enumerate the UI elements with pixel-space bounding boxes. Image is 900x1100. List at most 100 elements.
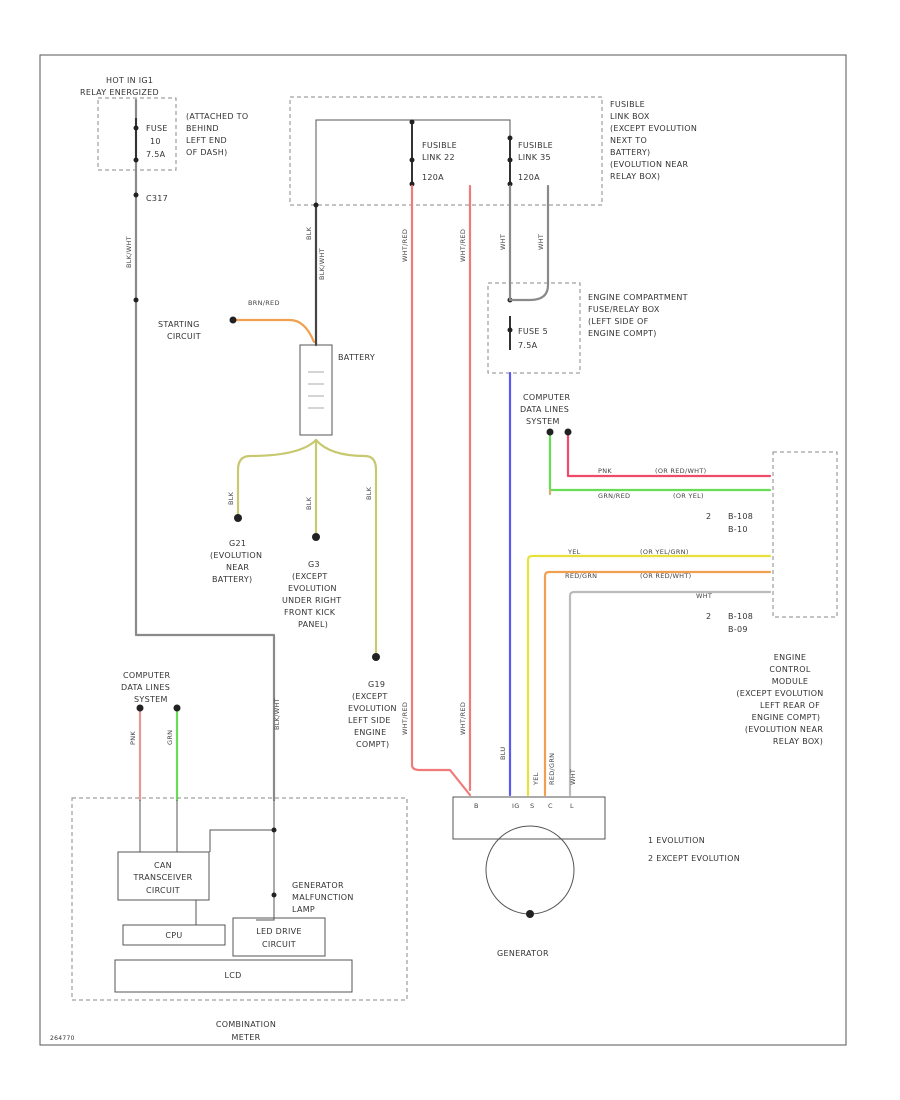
ecm-pins-1b: B-10: [728, 525, 748, 534]
battery-label: BATTERY: [338, 353, 375, 362]
engine-fuse-box-2: FUSE/RELAY BOX: [588, 305, 660, 314]
wire-label-yel-v: YEL: [532, 772, 540, 786]
wire-label-blk: BLK: [305, 226, 313, 240]
splice-dot: [507, 157, 513, 163]
wire-can-green-top: [548, 430, 772, 492]
wire-label-blk-wht-batt: BLK/WHT: [318, 248, 326, 280]
computer-data-lines-top-1: COMPUTER: [523, 393, 571, 402]
wire-label-blk-g19: BLK: [365, 486, 373, 500]
wire-label-blk-wht-left: BLK/WHT: [125, 236, 133, 268]
fuse-10-label-3: 7.5A: [146, 150, 166, 159]
computer-data-lines-top-2: DATA LINES: [520, 405, 569, 414]
can-transceiver-3: CIRCUIT: [146, 886, 180, 895]
svg-text:S: S: [530, 802, 534, 810]
fusible-link-box: [289, 96, 603, 206]
led-drive-2: CIRCUIT: [262, 940, 296, 949]
g19-5: ENGINE: [354, 728, 386, 737]
wire-can-pink-top: [566, 430, 772, 478]
connector-c317: C317: [146, 194, 168, 203]
starting-circuit-wire: [233, 318, 316, 344]
fusible-link-box-3: (EXCEPT EVOLUTION: [610, 124, 697, 133]
splice-dot: [507, 135, 513, 141]
wire-label-wht-red-4: WHT/RED: [459, 702, 467, 735]
wire-label-wht-red-1: WHT/RED: [401, 229, 409, 262]
combination-meter-2: METER: [232, 1033, 261, 1042]
g3-3: EVOLUTION: [288, 584, 337, 593]
wire-label-wht-2: WHT: [537, 234, 545, 250]
splice-dot: [271, 827, 277, 833]
starting-circuit-1: STARTING: [158, 320, 200, 329]
ecm-3: MODULE: [772, 677, 809, 686]
wire-label-yel: YEL: [567, 548, 581, 556]
engine-compartment-fuse-box: [487, 282, 581, 374]
splice-dot: [507, 327, 513, 333]
led-drive-1: LED DRIVE: [256, 927, 302, 936]
wire-label-wht-v: WHT: [569, 769, 577, 785]
wire-yel-generator-ecm: [526, 554, 772, 797]
ground-g21-terminal: [234, 514, 242, 522]
starting-circuit-2: CIRCUIT: [167, 332, 201, 341]
ecm-1: ENGINE: [774, 653, 806, 662]
starting-circuit-terminal: [229, 316, 237, 324]
wire-label-pnk: PNK: [598, 467, 612, 475]
fuse-5-2: 7.5A: [518, 341, 538, 350]
ground-wire-g21: [236, 438, 318, 518]
wire-label-wht-1: WHT: [499, 234, 507, 250]
g3-2: (EXCEPT: [292, 572, 328, 581]
fusible-link-box-4: NEXT TO: [610, 136, 647, 145]
wire-label-grn-left: GRN: [166, 730, 174, 745]
wire-label-blk-g21: BLK: [227, 491, 235, 505]
computer-data-lines-top-3: SYSTEM: [526, 417, 560, 426]
svg-text:C: C: [548, 802, 553, 810]
combination-meter-1: COMBINATION: [216, 1020, 276, 1029]
wire-label-blu: BLU: [499, 747, 507, 760]
diagram-frame: [39, 54, 847, 1046]
meter-internal-wiring: [139, 800, 275, 925]
g21-4: BATTERY): [212, 575, 252, 584]
ig1-feed-wire: [134, 98, 276, 802]
wire-wht-generator-ecm: [568, 590, 772, 797]
ecm-pins-1a: B-108: [728, 512, 753, 521]
splice-dot: [564, 428, 572, 436]
cpu: [122, 924, 226, 946]
under-dash-loc-2: BEHIND: [186, 124, 219, 133]
splice-dot: [173, 704, 181, 712]
ecm-pins-2: 2: [706, 612, 711, 621]
fuse-10-label-1: FUSE: [146, 124, 168, 133]
engine-fuse-box-1: ENGINE COMPARTMENT: [588, 293, 688, 302]
ground-wire-g19: [314, 438, 378, 657]
g19-2: (EXCEPT: [352, 692, 388, 701]
ground-g3-terminal: [312, 533, 320, 541]
splice-dot: [507, 181, 513, 187]
splice-dot: [271, 892, 277, 898]
led-drive-circuit: [232, 917, 326, 957]
engine-fuse-box-3: (LEFT SIDE OF: [588, 317, 649, 326]
g3-4: UNDER RIGHT: [282, 596, 341, 605]
fl-22-2: LINK 22: [422, 153, 455, 162]
computer-data-lines-left-2: DATA LINES: [121, 683, 170, 692]
fuse-10-label-2: 10: [150, 137, 161, 146]
generator-ground: [526, 910, 534, 918]
computer-data-lines-left-1: COMPUTER: [123, 671, 171, 680]
ecm-2: CONTROL: [769, 665, 810, 674]
engine-fuse-box-4: ENGINE COMPT): [588, 329, 657, 338]
g3-6: PANEL): [298, 620, 328, 629]
battery: [299, 344, 333, 436]
g19-1: G19: [368, 680, 385, 689]
fl-35-2: LINK 35: [518, 153, 551, 162]
lcd: [114, 959, 353, 993]
fuse-5-1: FUSE 5: [518, 327, 548, 336]
hot-label-2: RELAY ENERGIZED: [80, 88, 159, 97]
g3-5: FRONT KICK: [284, 608, 336, 617]
ecm-6: ENGINE COMPT): [752, 713, 821, 722]
note-evolution: 1 EVOLUTION: [648, 836, 705, 845]
fl-35-3: 120A: [518, 173, 540, 182]
wire-label-or-red-wht: (OR RED/WHT): [655, 467, 706, 475]
fl-35-1: FUSIBLE: [518, 141, 553, 150]
svg-text:L: L: [570, 802, 574, 810]
cpu-label: CPU: [165, 931, 182, 940]
g19-4: LEFT SIDE: [348, 716, 391, 725]
fusible-link-box-6: (EVOLUTION NEAR: [610, 160, 689, 169]
generator-label: GENERATOR: [497, 949, 549, 958]
